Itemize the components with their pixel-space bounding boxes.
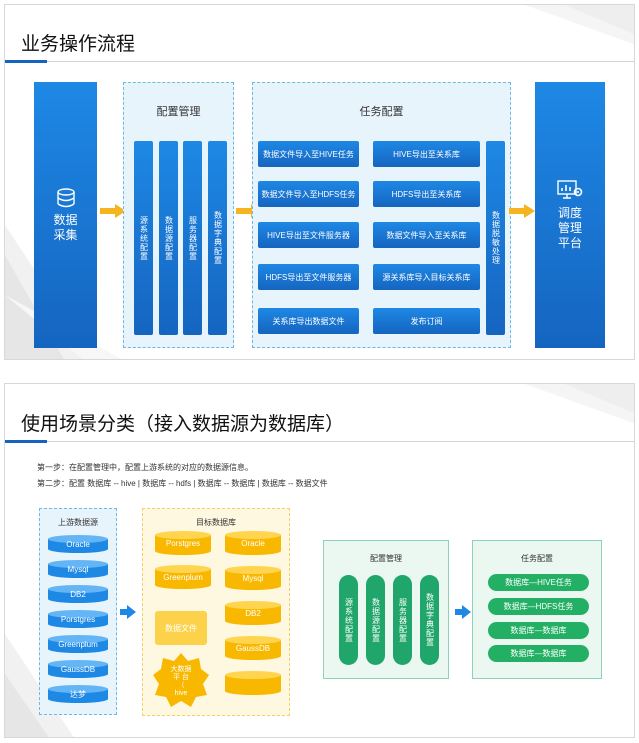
database-cylinder: 达梦 (48, 685, 108, 703)
title-accent (5, 60, 47, 63)
config-item-server: 服务器配置 (183, 141, 202, 335)
config-panel: 配置管理 源系统配置 数据源配置 服务器配置 数据字典配置 (123, 82, 234, 348)
slide-business-flow: 业务操作流程 数据 采集 配置管理 源系统配置 数据源配置 服务器配置 数据字典… (4, 4, 635, 360)
task-item: HDFS导出至文件服务器 (258, 264, 359, 290)
scheduler-block: 调度 管理 平台 (535, 82, 605, 348)
config-item-source-system: 源系统配置 (339, 575, 358, 665)
database-label: Mysql (67, 564, 89, 574)
task-item: 数据库—数据库 (488, 645, 589, 662)
task-title: 任务配置 (521, 554, 553, 563)
task-item: 源关系库导入目标关系库 (373, 264, 480, 290)
config-item-server: 服务器配置 (393, 575, 412, 665)
page-title: 业务操作流程 (21, 33, 136, 55)
data-file-label: 数据文件 (165, 623, 197, 633)
task-item: 数据文件导入至HDFS任务 (258, 181, 359, 207)
database-label (225, 671, 281, 695)
database-label: Oracle (66, 539, 90, 549)
task-item: HIVE导出至关系库 (373, 141, 480, 167)
task-item: HIVE导出至文件服务器 (258, 222, 359, 248)
config-title: 配置管理 (370, 554, 402, 563)
database-cylinder: Oracle (225, 531, 281, 555)
task-item: 数据库—数据库 (488, 622, 589, 639)
database-cylinder: Mysql (225, 566, 281, 590)
database-label: Porstgres (165, 538, 201, 548)
database-label: Mysql (242, 573, 264, 583)
task-panel-title: 任务配置 (359, 106, 404, 118)
task-panel: 任务配置 数据文件导入至HIVE任务 数据文件导入至HDFS任务 HIVE导出至… (252, 82, 511, 348)
data-file-icon: 数据文件 (155, 611, 207, 645)
config-panel: 配置管理 源系统配置 数据源配置 服务器配置 数据字典配置 (323, 540, 449, 679)
title-divider (47, 441, 634, 442)
database-label: DB2 (245, 608, 261, 618)
task-item: 发布订阅 (373, 308, 480, 334)
title-divider (47, 61, 634, 62)
config-item-source-system: 源系统配置 (134, 141, 153, 335)
database-label: Porstgres (60, 614, 96, 624)
data-collection-block: 数据 采集 (34, 82, 97, 348)
data-collection-icon (56, 188, 75, 208)
database-label: GaussDB (60, 664, 96, 674)
config-item-dictionary: 数据字典配置 (420, 575, 439, 665)
flow-arrow-icon (455, 605, 471, 619)
database-label: GaussDB (235, 643, 271, 653)
task-item: 关系库导出数据文件 (258, 308, 359, 334)
database-cylinder (225, 671, 281, 695)
flow-arrow-icon (100, 204, 126, 218)
target-title: 目标数据库 (196, 518, 236, 527)
database-cylinder: Greenplum (155, 565, 211, 589)
monitor-gear-icon (557, 179, 583, 199)
config-panel-title: 配置管理 (156, 106, 201, 118)
task-item: 数据库—HDFS任务 (488, 598, 589, 615)
database-cylinder: Oracle (48, 535, 108, 553)
database-label: Greenplum (58, 639, 98, 649)
database-label: Greenplum (163, 572, 203, 582)
bigdata-badge-icon (153, 653, 209, 707)
title-accent (5, 440, 47, 443)
database-cylinder: DB2 (225, 601, 281, 625)
database-cylinder: Greenplum (48, 635, 108, 653)
step-2-text: 第二步：配置 数据库 -- hive | 数据库 -- hdfs | 数据库 -… (37, 479, 328, 488)
step-1-text: 第一步：在配置管理中，配置上游系统的对应的数据源信息。 (37, 463, 253, 472)
task-item: 数据文件导入至关系库 (373, 222, 480, 248)
data-collection-label: 数据 采集 (53, 213, 78, 242)
flow-arrow-icon (120, 605, 136, 619)
config-item-datasource: 数据源配置 (159, 141, 178, 335)
database-label: DB2 (70, 589, 86, 599)
desensitize-bar: 数据脱敏处理 (486, 141, 505, 335)
config-item-dictionary: 数据字典配置 (208, 141, 227, 335)
task-item: 数据文件导入至HIVE任务 (258, 141, 359, 167)
database-label: 达梦 (70, 689, 86, 699)
task-panel: 任务配置 数据库—HIVE任务 数据库—HDFS任务 数据库—数据库 数据库—数… (472, 540, 602, 679)
database-cylinder: Porstgres (48, 610, 108, 628)
database-cylinder: GaussDB (225, 636, 281, 660)
database-label: Oracle (241, 538, 265, 548)
slide-usage-scenarios: 使用场景分类（接入数据源为数据库） 第一步：在配置管理中，配置上游系统的对应的数… (4, 383, 635, 738)
database-cylinder: GaussDB (48, 660, 108, 678)
flow-arrow-icon (509, 204, 535, 218)
config-item-datasource: 数据源配置 (366, 575, 385, 665)
database-cylinder: DB2 (48, 585, 108, 603)
bigdata-label: 大数据 平 台 （ hive (170, 666, 192, 697)
upstream-title: 上游数据源 (58, 518, 98, 527)
scheduler-label: 调度 管理 平台 (557, 205, 582, 250)
database-cylinder: Mysql (48, 560, 108, 578)
task-item: 数据库—HIVE任务 (488, 574, 589, 591)
database-cylinder: Porstgres (155, 531, 211, 555)
page-title: 使用场景分类（接入数据源为数据库） (21, 413, 345, 435)
task-item: HDFS导出至关系库 (373, 181, 480, 207)
